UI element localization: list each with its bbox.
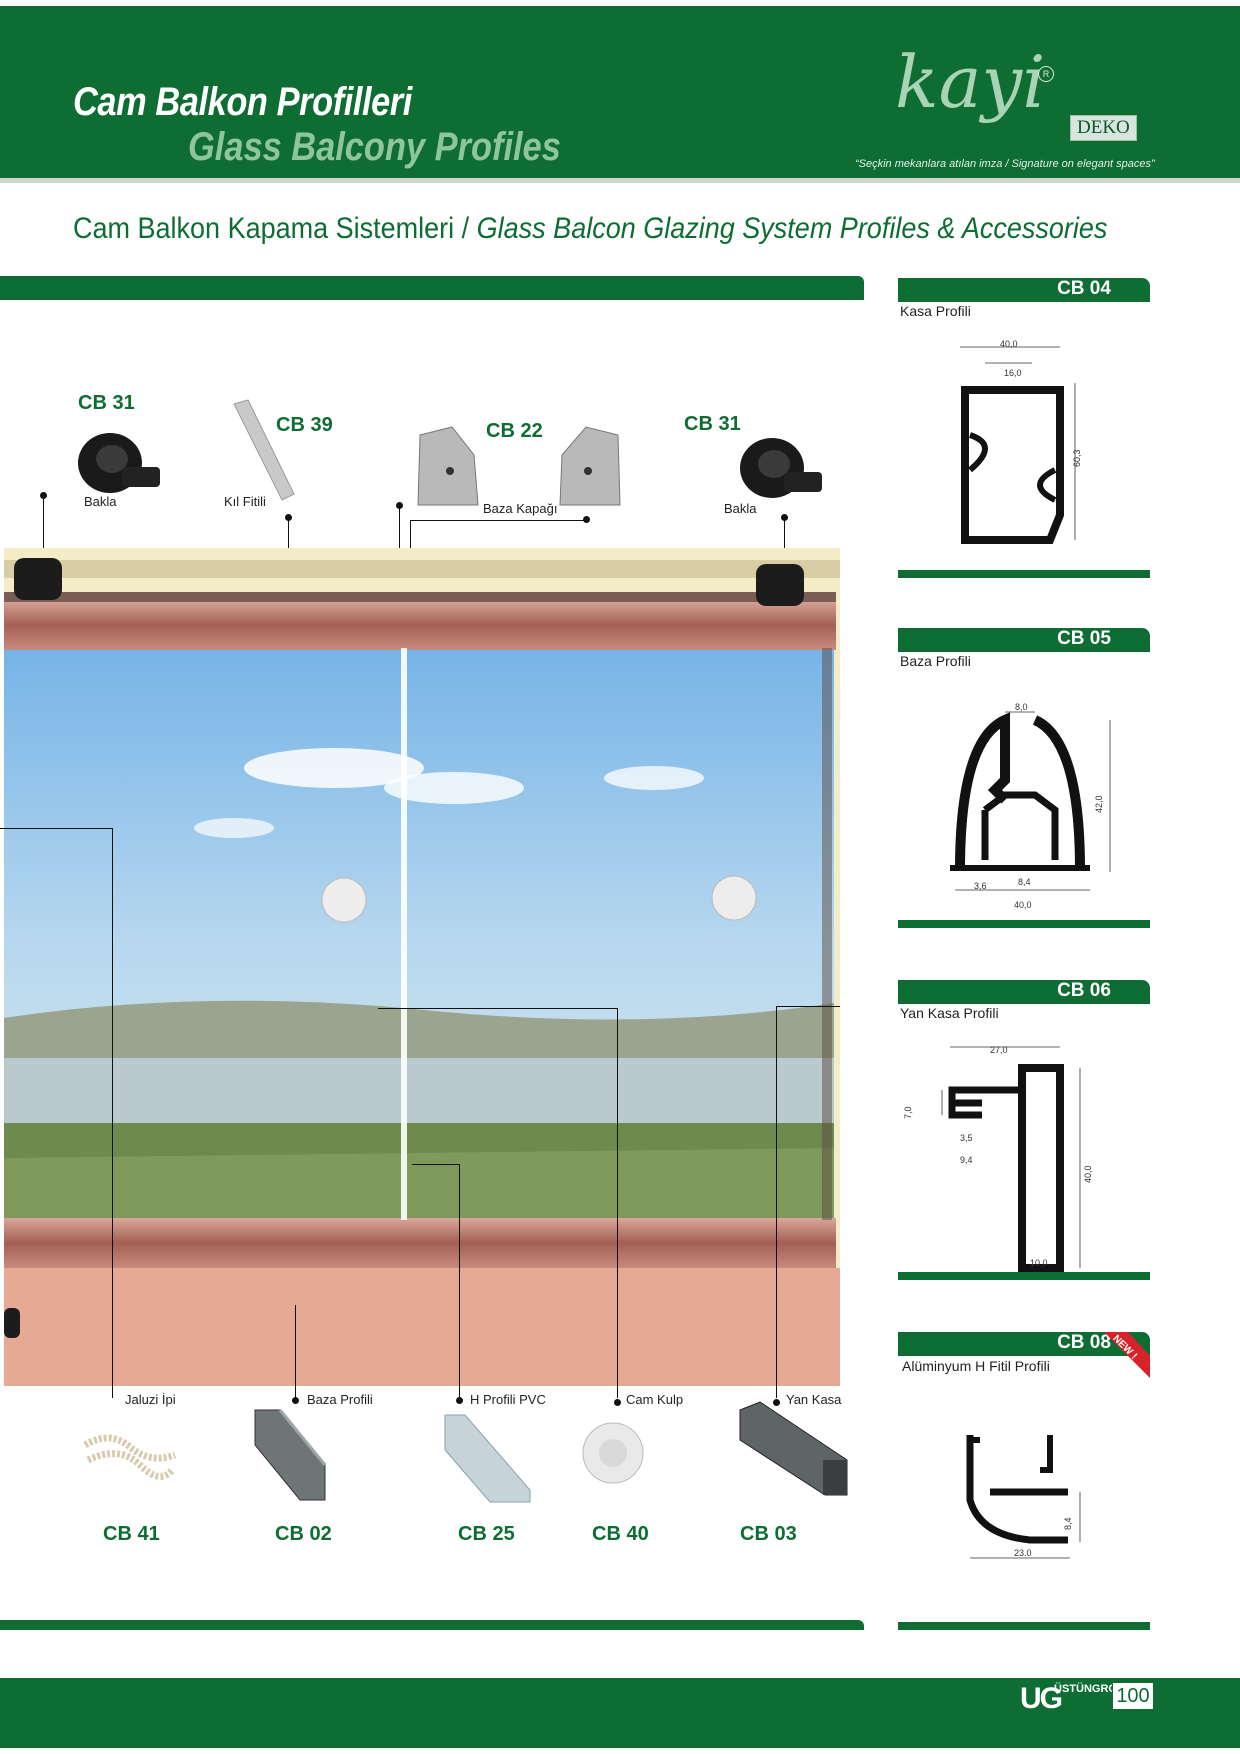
brand-sub-logo: DEKO — [1070, 115, 1137, 141]
dim-cb04-width: 40,0 — [1000, 339, 1018, 349]
part-label-kil-fitili: Kıl Fitili — [224, 494, 266, 509]
profile-drawing-cb08 — [966, 1435, 1081, 1559]
page-number: 100 — [1112, 1682, 1154, 1710]
base-cap-image — [417, 426, 621, 506]
header-divider — [0, 178, 1240, 183]
callout-dot — [456, 1397, 463, 1404]
part-label-cam-kulp: Cam Kulp — [626, 1392, 684, 1407]
dim-cb08-width: 23.0 — [1014, 1548, 1032, 1558]
profile-name-cb08: Alüminyum H Fitil Profili — [902, 1358, 1050, 1374]
part-label-bakla-left: Bakla — [84, 494, 117, 509]
callout-line — [295, 1305, 296, 1398]
part-code-cb31-right: CB 31 — [684, 413, 741, 435]
dim-cb06-base: 10,0 — [1030, 1258, 1048, 1268]
profile-drawing-cb05 — [950, 711, 1111, 891]
part-label-jaluzi-ipi: Jaluzi İpi — [125, 1392, 176, 1407]
callout-line — [776, 1006, 777, 1398]
dim-cb06-lip: 7,0 — [903, 1106, 913, 1119]
callout-dot — [292, 1397, 299, 1404]
callout-dot — [773, 1399, 780, 1406]
profile-header-cb04: CB 04 — [898, 278, 1150, 302]
slogan: “Seçkin mekanlara atılan imza / Signatur… — [855, 158, 1155, 170]
part-code-cb03: CB 03 — [740, 1523, 797, 1545]
part-code-cb41: CB 41 — [103, 1523, 160, 1545]
part-code-cb22: CB 22 — [486, 420, 543, 442]
registered-icon: R — [1038, 66, 1054, 82]
callout-line — [617, 1008, 618, 1398]
profile-header-cb06: CB 06 — [898, 980, 1150, 1004]
dim-cb05-top: 8,0 — [1015, 702, 1028, 712]
callout-line — [459, 1164, 460, 1398]
callout-line — [0, 828, 112, 829]
section-bar-top — [0, 276, 864, 300]
callout-line — [410, 520, 585, 521]
callout-line — [784, 518, 785, 558]
callout-dot — [583, 516, 590, 523]
part-code-cb02: CB 02 — [275, 1523, 332, 1545]
profile-bar-cb05 — [898, 920, 1150, 928]
callout-dot — [285, 514, 292, 521]
balcony-glazing-scene — [4, 548, 840, 1386]
part-code-cb40: CB 40 — [592, 1523, 649, 1545]
dim-cb05-height: 42,0 — [1094, 795, 1104, 813]
page-title-en: Glass Balcony Profiles — [188, 125, 561, 169]
callout-dot — [781, 514, 788, 521]
h-profile-pvc-image — [444, 1414, 531, 1503]
group-logo: UG — [1020, 1682, 1063, 1715]
callout-dot — [40, 492, 47, 499]
bakla-roller-image-left — [78, 433, 160, 493]
dim-cb05-slot: 3,6 — [974, 881, 987, 891]
dim-cb08-height: 8,4 — [1063, 1517, 1073, 1530]
section-bar-bottom — [0, 1620, 864, 1630]
dim-cb06-arm: 9,4 — [960, 1155, 973, 1165]
callout-line — [112, 828, 113, 1398]
callout-dot — [614, 1399, 621, 1406]
section-subtitle: Cam Balkon Kapama Sistemleri / Glass Bal… — [73, 212, 1108, 245]
blind-cord-image — [83, 1434, 177, 1480]
profile-drawing-cb04 — [960, 346, 1076, 544]
part-code-cb39: CB 39 — [276, 414, 333, 436]
profile-name-cb04: Kasa Profili — [900, 303, 971, 319]
bakla-roller-image-right — [740, 438, 822, 498]
part-label-baza-kapagi: Baza Kapağı — [483, 501, 558, 516]
dim-cb05-width: 40,0 — [1014, 900, 1032, 910]
part-label-bakla-right: Bakla — [724, 501, 757, 516]
header-band — [0, 6, 1240, 178]
callout-line — [43, 496, 44, 556]
callout-dot — [396, 502, 403, 509]
dim-cb06-slot: 3,5 — [960, 1133, 973, 1143]
callout-line — [412, 1164, 459, 1165]
profile-bar-cb06 — [898, 1272, 1150, 1280]
new-badge-icon — [1104, 1332, 1150, 1378]
callout-line — [378, 1008, 618, 1009]
part-code-cb25: CB 25 — [458, 1523, 515, 1545]
brand-logo: kayi — [895, 40, 1046, 124]
side-frame-image — [739, 1401, 848, 1496]
profile-name-cb05: Baza Profili — [900, 653, 971, 669]
dim-cb05-gap: 8,4 — [1018, 877, 1031, 887]
profile-bar-cb08 — [898, 1622, 1150, 1630]
part-label-baza-profili: Baza Profili — [307, 1392, 373, 1407]
part-label-yan-kasa: Yan Kasa — [786, 1392, 842, 1407]
callout-line — [776, 1006, 840, 1007]
part-code-cb31-left: CB 31 — [78, 392, 135, 414]
profile-name-cb06: Yan Kasa Profili — [900, 1005, 999, 1021]
part-label-h-profili-pvc: H Profili PVC — [470, 1392, 546, 1407]
hair-gasket-image — [233, 399, 295, 501]
profile-drawing-cb06 — [941, 1046, 1081, 1272]
footer-band — [0, 1678, 1240, 1748]
profile-header-cb05: CB 05 — [898, 628, 1150, 652]
page-title-tr: Cam Balkon Profilleri — [73, 80, 412, 124]
base-profile-image — [254, 1409, 327, 1501]
profile-bar-cb04 — [898, 570, 1150, 578]
dim-cb04-inner: 16,0 — [1004, 368, 1022, 378]
dim-cb04-height: 60,3 — [1072, 449, 1082, 467]
dim-cb06-height: 40,0 — [1083, 1165, 1093, 1183]
glass-knob-image — [582, 1422, 644, 1484]
dim-cb06-width: 27,0 — [990, 1045, 1008, 1055]
